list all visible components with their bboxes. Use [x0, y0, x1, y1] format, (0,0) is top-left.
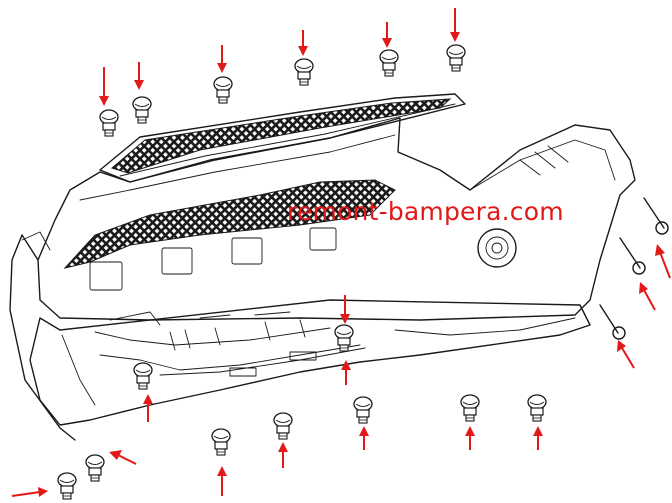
red-up-arrow-icon — [217, 466, 227, 496]
red-down-arrow-icon — [298, 30, 308, 56]
red-down-arrow-icon — [99, 67, 109, 106]
upper-grille-strip — [99, 93, 466, 183]
red-right-arrow-icon — [11, 487, 48, 497]
fastener-clips — [57, 44, 547, 500]
red-up-arrow-icon — [533, 426, 543, 450]
red-down-arrow-icon — [217, 45, 227, 73]
push-clip-fastener-icon — [132, 96, 152, 124]
red-down-arrow-icon — [340, 295, 350, 324]
red-diagonal-arrow-icon — [109, 450, 137, 465]
red-up-arrow-icon — [278, 442, 288, 468]
push-clip-fastener-icon — [334, 324, 354, 352]
lower-under-tray — [29, 299, 591, 426]
push-clip-fastener-icon — [57, 472, 77, 500]
push-clip-fastener-icon — [99, 109, 119, 137]
red-down-arrow-icon — [450, 8, 460, 42]
push-clip-fastener-icon — [379, 49, 399, 77]
push-clip-fastener-icon — [133, 362, 153, 390]
red-arrows — [11, 8, 671, 497]
red-up-arrow-icon — [341, 360, 351, 385]
watermark-text: remont-bampera.com — [287, 197, 564, 226]
red-up-arrow-icon — [143, 394, 153, 422]
push-clip-fastener-icon — [85, 454, 105, 482]
push-clip-fastener-icon — [446, 44, 466, 72]
push-clip-fastener-icon — [527, 394, 547, 422]
red-down-arrow-icon — [134, 62, 144, 90]
push-clip-fastener-icon — [213, 76, 233, 104]
side-screws — [599, 197, 669, 340]
red-diagonal-arrow-icon — [655, 244, 671, 279]
push-clip-fastener-icon — [294, 58, 314, 86]
push-clip-fastener-icon — [460, 394, 480, 422]
bumper-body — [9, 117, 636, 441]
push-clip-fastener-icon — [273, 412, 293, 440]
push-clip-fastener-icon — [211, 428, 231, 456]
red-up-arrow-icon — [359, 426, 369, 450]
push-clip-fastener-icon — [353, 396, 373, 424]
red-down-arrow-icon — [382, 22, 392, 48]
red-diagonal-arrow-icon — [617, 340, 635, 369]
red-diagonal-arrow-icon — [639, 282, 656, 311]
red-up-arrow-icon — [465, 426, 475, 450]
